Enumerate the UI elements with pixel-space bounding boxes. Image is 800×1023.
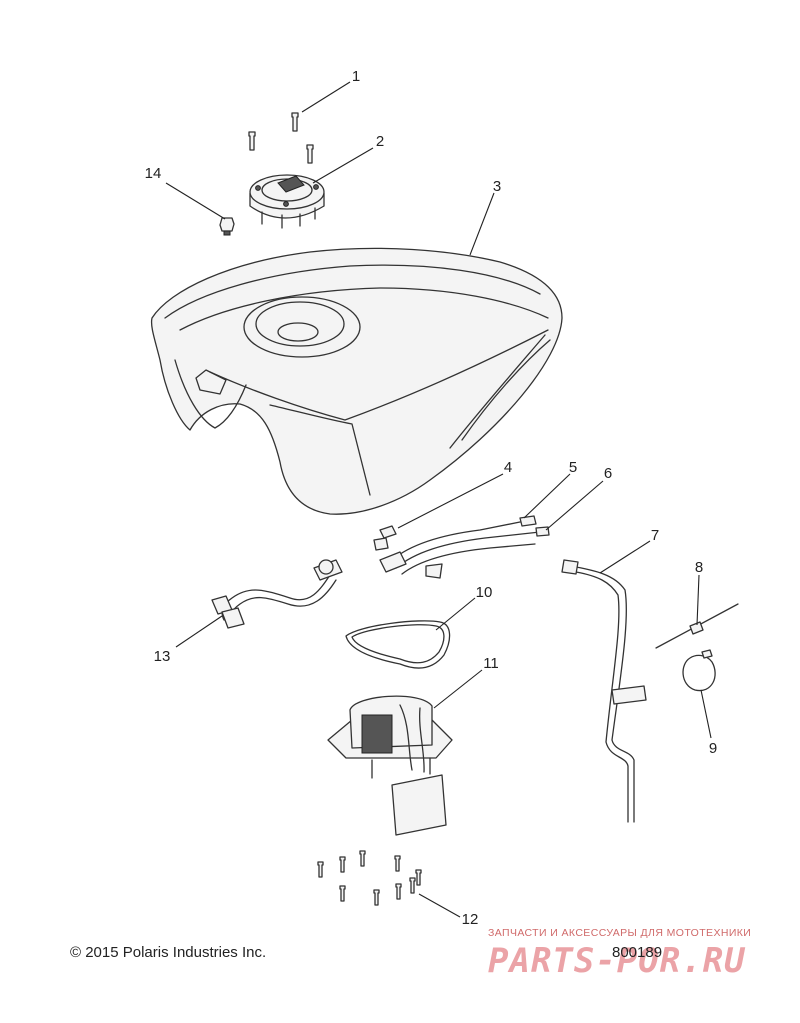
leader-10 — [435, 597, 476, 631]
leader-8 — [696, 574, 700, 626]
callout-14: 14 — [145, 165, 162, 182]
diagram-number: 800189 — [612, 944, 663, 961]
callout-3: 3 — [493, 178, 501, 195]
callout-labels: 1 2 3 4 5 6 7 8 9 10 11 12 13 14 — [145, 68, 718, 928]
leader-11 — [433, 669, 483, 709]
callout-12: 12 — [462, 911, 479, 928]
callout-13: 13 — [154, 648, 171, 665]
callout-6: 6 — [604, 465, 612, 482]
part-4-fitting — [373, 525, 397, 551]
watermark-caption: ЗАПЧАСТИ И АКСЕССУАРЫ ДЛЯ МОТОТЕХНИКИ — [488, 927, 752, 939]
callout-5: 5 — [569, 459, 577, 476]
watermark-logo: PARTS-POR.RU — [488, 941, 746, 981]
leader-5 — [523, 473, 571, 519]
callout-7: 7 — [651, 527, 659, 544]
part-12-screws — [317, 850, 422, 906]
part-11-fuel-pump — [327, 695, 453, 836]
part-2-fuel-cap — [249, 174, 325, 229]
leader-7 — [599, 540, 651, 574]
callout-2: 2 — [376, 133, 384, 150]
leader-2 — [312, 147, 374, 184]
part-7-tube — [561, 559, 647, 823]
leader-lines — [165, 81, 712, 918]
part-5-6-fuel-lines — [379, 515, 550, 579]
leader-1 — [301, 81, 351, 113]
leader-9 — [700, 689, 712, 739]
part-3-fuel-tank — [150, 247, 563, 515]
leader-12 — [418, 893, 461, 918]
part-8-cable-tie — [655, 603, 739, 649]
callout-11: 11 — [483, 655, 499, 672]
callout-1: 1 — [352, 68, 360, 85]
leader-6 — [545, 480, 604, 531]
part-14-clip — [219, 217, 235, 236]
leader-13 — [175, 615, 223, 648]
part-10-gasket — [345, 620, 451, 669]
leader-4 — [397, 473, 504, 529]
part-9-clamp — [682, 649, 716, 692]
leader-14 — [165, 182, 226, 220]
part-13-harness — [211, 559, 343, 629]
leader-3 — [469, 192, 495, 256]
callout-8: 8 — [695, 559, 703, 576]
copyright-text: © 2015 Polaris Industries Inc. — [70, 944, 267, 961]
callout-9: 9 — [709, 740, 717, 757]
callout-10: 10 — [476, 584, 493, 601]
part-1-screws — [248, 112, 314, 164]
callout-4: 4 — [504, 459, 512, 476]
